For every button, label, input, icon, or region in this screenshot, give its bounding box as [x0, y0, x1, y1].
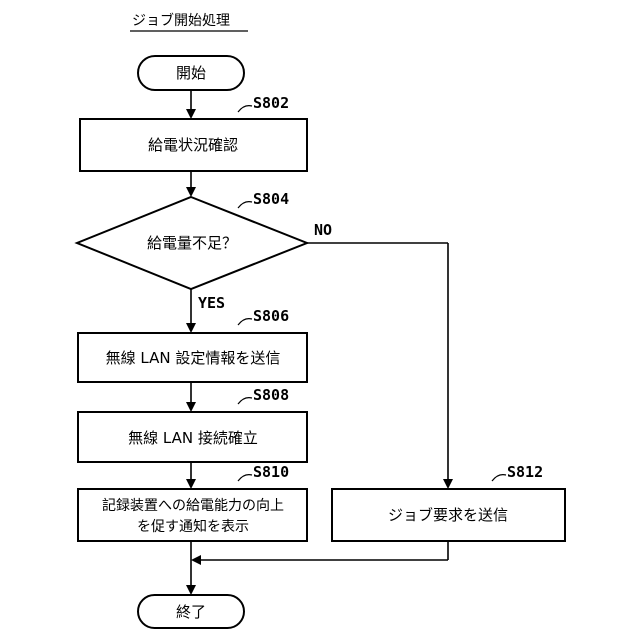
s812-leader	[492, 475, 506, 481]
s810-leader	[238, 475, 252, 481]
arrowhead-s806-s808	[186, 402, 196, 412]
s808-text: 無線 LAN 接続確立	[128, 429, 258, 447]
arrowhead-merge	[191, 555, 201, 565]
s806-leader	[238, 319, 252, 325]
branch-no-label: NO	[314, 221, 332, 239]
s804-leader	[238, 202, 252, 208]
s804-id: S804	[253, 190, 289, 208]
arrowhead-s808-s810	[186, 479, 196, 489]
s808-id: S808	[253, 386, 289, 404]
arrowhead-s802-s804	[186, 187, 196, 197]
s812-id: S812	[507, 463, 543, 481]
arrowhead-start-s802	[186, 109, 196, 119]
start-label: 開始	[176, 64, 206, 82]
branch-yes-label: YES	[198, 294, 225, 312]
s802-id: S802	[253, 94, 289, 112]
s802-text: 給電状況確認	[148, 136, 238, 154]
s806-text: 無線 LAN 設定情報を送信	[106, 349, 281, 367]
end-label: 終了	[176, 603, 206, 621]
arrowhead-end	[186, 585, 196, 595]
flowchart-title: ジョブ開始処理	[132, 12, 230, 29]
s810-id: S810	[253, 463, 289, 481]
s806-id: S806	[253, 307, 289, 325]
s810-text-line1: 記録装置への給電能力の向上	[102, 497, 284, 514]
arrowhead-yes-s806	[186, 323, 196, 333]
s810-text-line2: を促す通知を表示	[137, 518, 249, 535]
s808-leader	[238, 398, 252, 404]
s812-text: ジョブ要求を送信	[388, 506, 508, 524]
s804-text: 給電量不足？	[147, 234, 237, 252]
s802-leader	[238, 106, 252, 112]
arrowhead-no-s812	[443, 479, 453, 489]
